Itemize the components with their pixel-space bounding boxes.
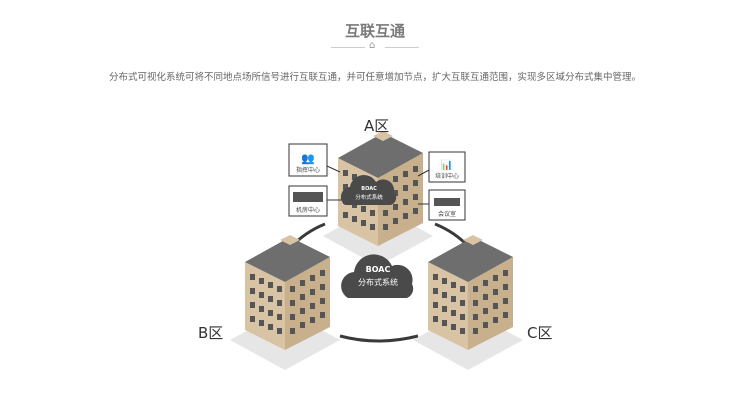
cloud-label: 分布式系统 bbox=[358, 277, 398, 287]
page-title: 互联互通 bbox=[344, 22, 405, 40]
svg-text:📊: 📊 bbox=[441, 158, 453, 171]
callout-training: 📊培训中心 bbox=[417, 151, 466, 183]
callout-meeting: 会议室 bbox=[418, 189, 466, 221]
cloud-main: BOAC 分布式系统 bbox=[341, 254, 414, 298]
svg-text:👥: 👥 bbox=[301, 152, 315, 165]
svg-text:培训中心: 培训中心 bbox=[435, 172, 459, 180]
cloud-brand: BOAC bbox=[366, 265, 391, 274]
cloud-small: BOAC 分布式系统 bbox=[340, 174, 397, 205]
svg-text:机房中心: 机房中心 bbox=[296, 206, 320, 214]
building-b bbox=[230, 235, 340, 370]
cloud-label-small: 分布式系统 bbox=[355, 193, 383, 201]
decor-icon: ⌂ bbox=[369, 40, 376, 51]
callout-command: 指挥中心👥 bbox=[288, 143, 341, 177]
zone-c-label: C区 bbox=[527, 324, 553, 342]
description: 分布式可视化系统可将不同地点场所信号进行互联互通，并可任意增加节点，扩大互联互通… bbox=[108, 72, 641, 83]
callout-machine-room: 机房中心 bbox=[288, 185, 342, 217]
cloud-brand-small: BOAC bbox=[361, 186, 377, 192]
building-c bbox=[413, 235, 523, 370]
zone-b-label: B区 bbox=[198, 324, 224, 342]
svg-text:会议室: 会议室 bbox=[438, 210, 456, 218]
zone-a-label: A区 bbox=[364, 117, 390, 135]
divider-right bbox=[385, 47, 419, 48]
svg-text:指挥中心: 指挥中心 bbox=[296, 166, 320, 174]
divider-left bbox=[331, 47, 365, 48]
